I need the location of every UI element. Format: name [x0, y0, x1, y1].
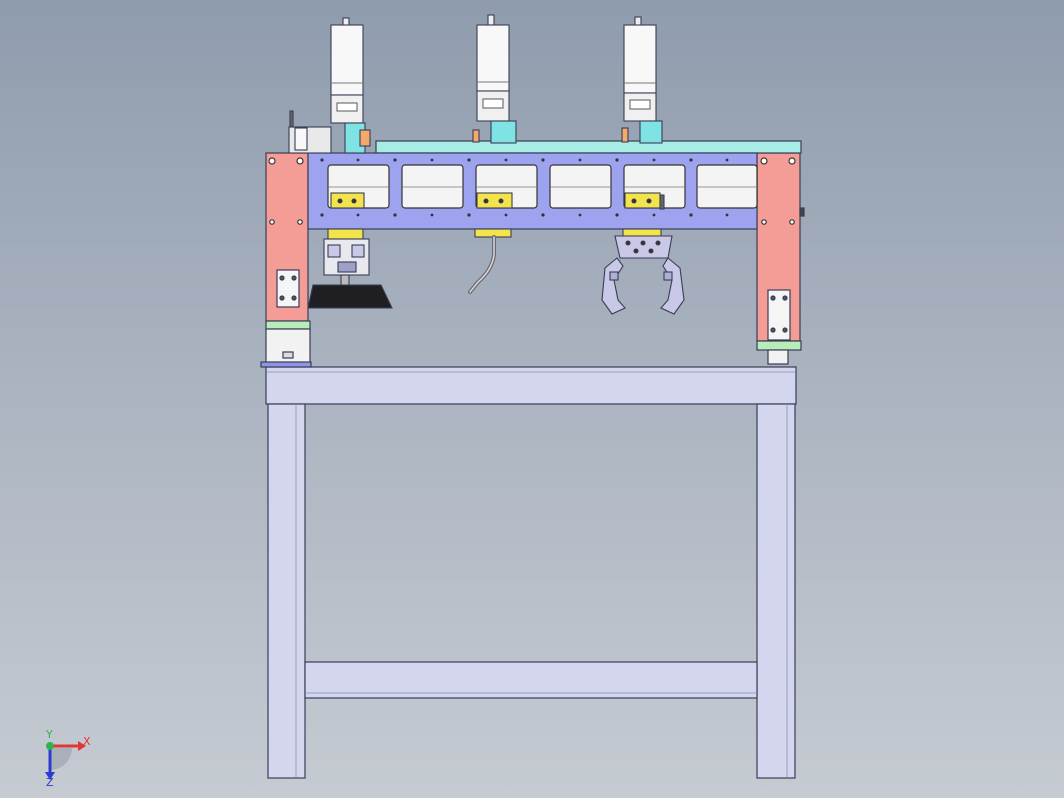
- dispensing-needle-2[interactable]: [468, 235, 496, 294]
- axis-unit-3[interactable]: [601, 16, 685, 315]
- column-base-pad-left[interactable]: [260, 361, 312, 368]
- column-base-block-right[interactable]: [767, 349, 789, 365]
- table-top[interactable]: [265, 366, 797, 405]
- column-foot-bracket-left[interactable]: [265, 320, 311, 330]
- column-foot-bracket-right[interactable]: [756, 340, 802, 351]
- sensor-block-3: [624, 192, 661, 209]
- triad-shading: [50, 748, 72, 770]
- table-leg-right[interactable]: [756, 403, 796, 779]
- gripper-body-3[interactable]: [614, 235, 673, 259]
- y-axis-label: Y: [45, 728, 53, 741]
- beam-window-2: [401, 164, 464, 209]
- motor-cap-2: [487, 14, 495, 26]
- sensor-block-2: [476, 192, 513, 209]
- work-table[interactable]: [265, 366, 797, 779]
- column-mount-plate-left[interactable]: [276, 269, 300, 308]
- y-axis-dot: [46, 742, 54, 750]
- top-linear-rail[interactable]: [375, 140, 802, 154]
- gripper-jaw-left-3[interactable]: [601, 257, 626, 315]
- sensor-mount-1: [327, 228, 364, 240]
- z-axis-label: Z: [46, 776, 54, 789]
- suction-pad-1[interactable]: [307, 284, 393, 309]
- beam-window-6: [696, 164, 758, 209]
- sensor-block-1: [330, 192, 365, 209]
- gripper-mount-3: [622, 228, 662, 237]
- table-crossbar[interactable]: [304, 661, 758, 699]
- gantry-column-right[interactable]: [756, 152, 805, 365]
- servo-motor-2[interactable]: [476, 24, 510, 92]
- gantry-column-left[interactable]: [260, 152, 312, 368]
- coupling-3: [639, 120, 663, 144]
- table-leg-left[interactable]: [267, 403, 306, 779]
- x-axis-label: X: [83, 735, 91, 748]
- gripper-jaw-right-3[interactable]: [660, 257, 685, 315]
- servo-motor-1[interactable]: [330, 24, 364, 96]
- beam-window-4: [549, 164, 612, 209]
- coordinate-triad: X Y Z: [45, 728, 91, 789]
- coupling-2: [490, 120, 517, 144]
- axis-unit-2[interactable]: [468, 14, 517, 294]
- gantry-cross-beam[interactable]: [307, 152, 758, 230]
- servo-motor-3[interactable]: [623, 24, 657, 94]
- axis-unit-1[interactable]: [288, 17, 393, 309]
